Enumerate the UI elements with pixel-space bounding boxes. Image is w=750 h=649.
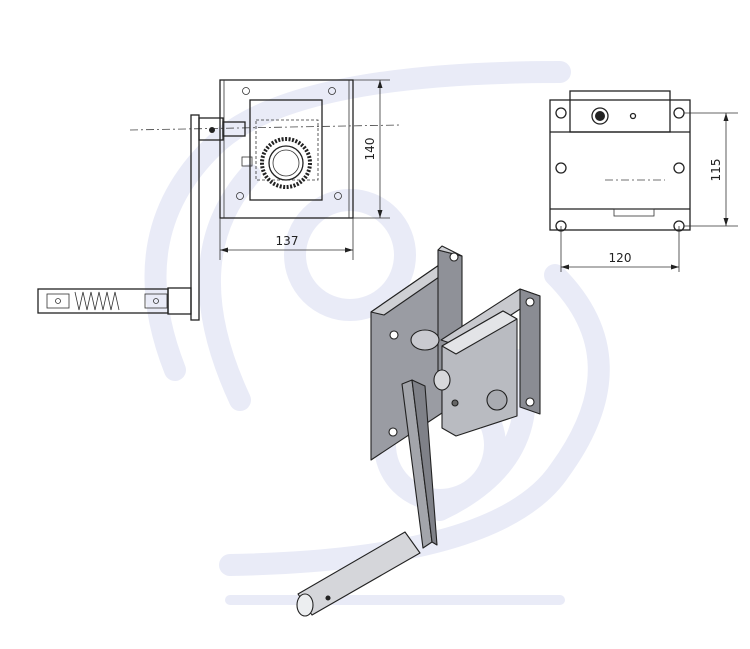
isometric-view [296,245,541,617]
dim-115: 115 [709,159,723,182]
dim-width-137: 137 [276,234,299,248]
back-view: 120 115 [549,90,738,272]
side-view: 137 140 [37,79,401,321]
dim-height-140: 140 [363,138,377,161]
dim-120: 120 [609,251,632,265]
